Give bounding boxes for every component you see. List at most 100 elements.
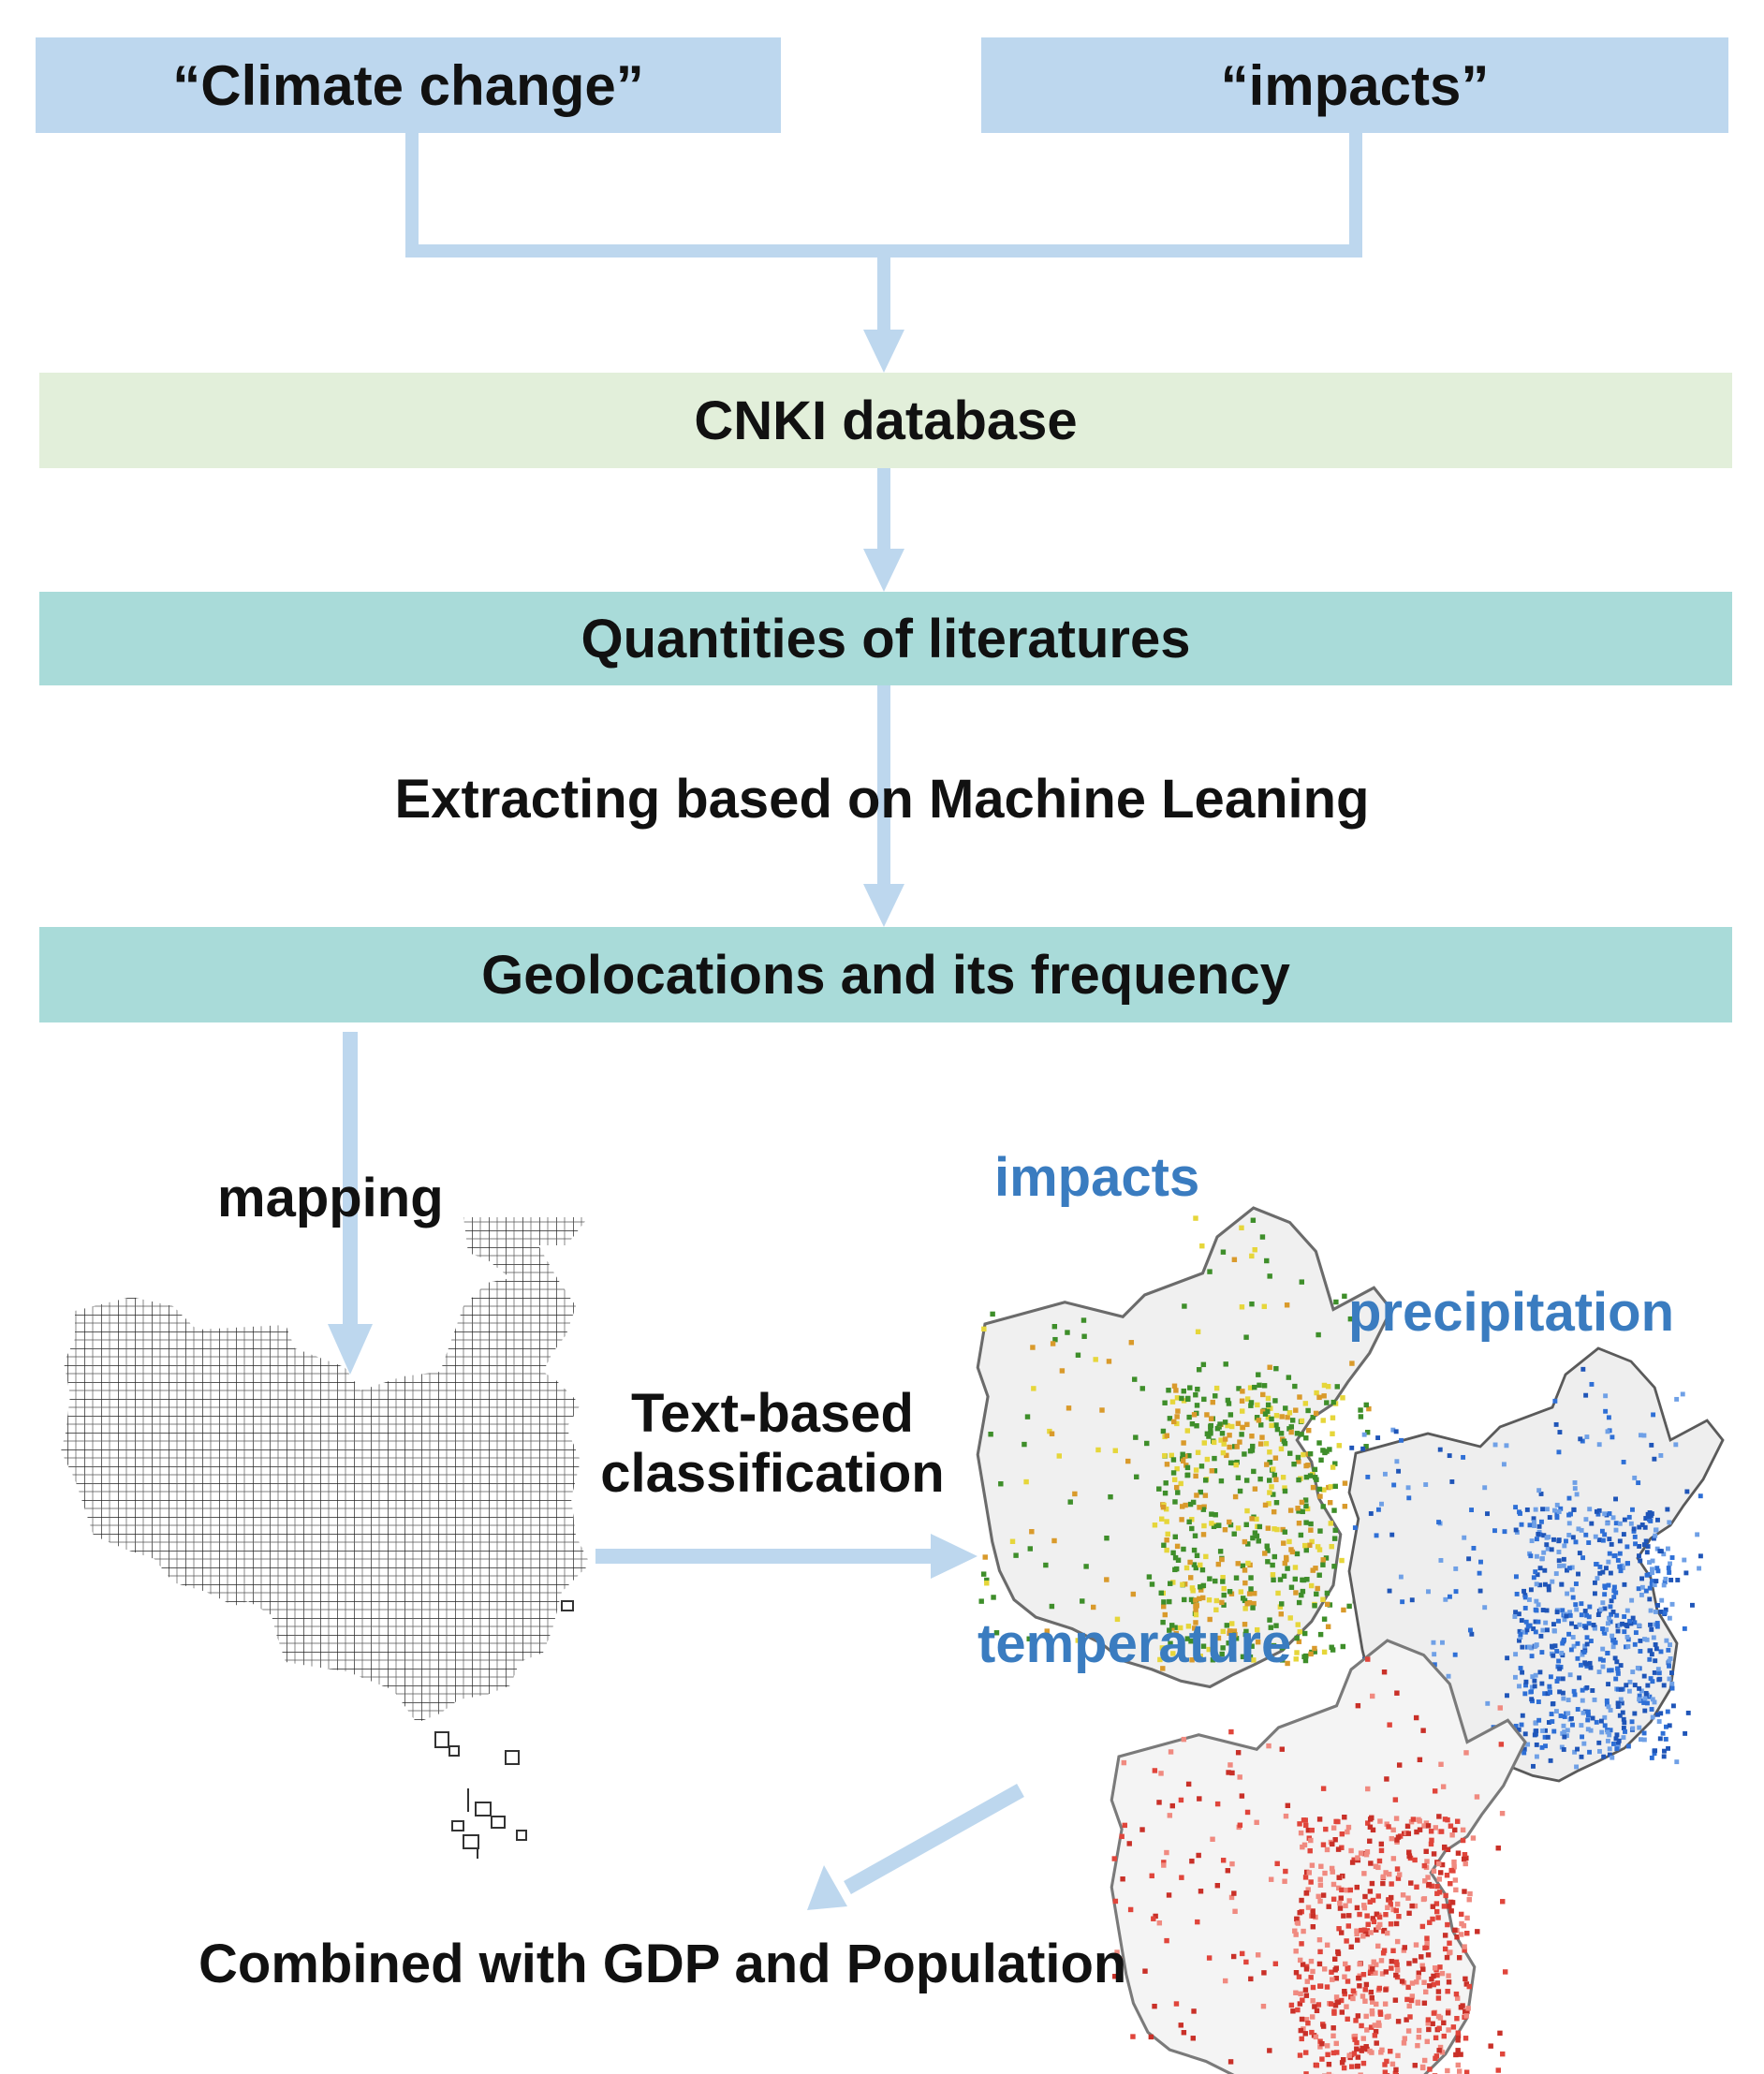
map-grid-cell <box>1556 1550 1562 1554</box>
map-grid-cell <box>1172 1554 1179 1561</box>
map-grid-cell <box>1463 2036 1469 2041</box>
map-grid-cell <box>1695 1532 1700 1537</box>
map-grid-cell <box>1285 1660 1290 1667</box>
map-grid-cell <box>1445 2067 1450 2074</box>
map-grid-cell <box>1451 1859 1457 1865</box>
map-grid-cell <box>1572 1749 1578 1755</box>
map-grid-cell <box>1052 1336 1058 1343</box>
map-grid-cell <box>1213 1578 1218 1584</box>
map-grid-cell <box>1518 1632 1523 1637</box>
map-grid-cell <box>1254 1819 1259 1826</box>
map-grid-cell <box>1513 1527 1519 1533</box>
map-grid-cell <box>1406 1910 1412 1917</box>
map-grid-cell <box>1599 1729 1605 1735</box>
map-grid-cell <box>1251 1600 1257 1607</box>
map-grid-cell <box>1409 1903 1415 1909</box>
map-grid-cell <box>1254 1533 1260 1539</box>
map-grid-cell <box>1339 2060 1345 2066</box>
map-grid-cell <box>1396 1762 1403 1768</box>
map-grid-cell <box>1500 1899 1506 1905</box>
classification-line1: Text-based <box>631 1383 914 1444</box>
map-grid-cell <box>1195 1386 1200 1392</box>
map-grid-cell <box>1120 1876 1125 1882</box>
map-grid-cell <box>1271 1466 1276 1472</box>
map-grid-cell <box>1593 1534 1598 1539</box>
map-grid-cell <box>1172 1625 1178 1630</box>
map-grid-cell <box>1303 2071 1309 2074</box>
map-grid-cell <box>1182 1303 1187 1309</box>
map-grid-cell <box>1122 1822 1127 1829</box>
map-grid-cell <box>1345 2016 1350 2023</box>
map-grid-cell <box>1220 1449 1227 1456</box>
map-grid-cell <box>1617 1564 1623 1569</box>
map-grid-cell <box>1621 1735 1626 1741</box>
map-grid-cell <box>1649 1707 1654 1712</box>
map-grid-cell <box>1527 1522 1533 1528</box>
map-grid-cell <box>1439 1970 1446 1977</box>
map-grid-cell <box>1663 1607 1668 1612</box>
map-grid-cell <box>1324 1846 1330 1853</box>
map-grid-cell <box>1557 1564 1562 1568</box>
map-grid-cell <box>1360 2060 1367 2067</box>
map-grid-cell <box>1375 1435 1381 1440</box>
map-grid-cell <box>1519 1618 1524 1624</box>
map-grid-cell <box>1534 1728 1539 1734</box>
map-grid-cell <box>1608 1570 1613 1576</box>
map-grid-cell <box>1542 1567 1548 1573</box>
map-grid-cell <box>1345 1829 1350 1835</box>
map-grid-cell <box>1581 1650 1587 1655</box>
map-grid-cell <box>1641 1433 1647 1438</box>
map-grid-cell <box>1434 1890 1440 1896</box>
map-grid-cell <box>1242 1622 1248 1627</box>
map-grid-cell <box>1435 2013 1442 2020</box>
map-grid-cell <box>1440 1640 1445 1645</box>
map-grid-cell <box>1412 2063 1418 2068</box>
map-grid-cell <box>1227 1522 1234 1528</box>
map-grid-cell <box>1188 1575 1194 1581</box>
map-grid-cell <box>1302 1497 1309 1503</box>
map-grid-cell <box>1250 1443 1256 1449</box>
map-grid-cell <box>1565 1733 1569 1739</box>
map-grid-cell <box>1404 2017 1409 2023</box>
arrow-to-geolocations-head <box>863 884 904 927</box>
map-grid-cell <box>1363 2044 1369 2050</box>
map-grid-cell <box>1142 1968 1148 1974</box>
map-grid-cell <box>1307 1473 1314 1478</box>
map-grid-cell <box>984 1577 990 1583</box>
map-grid-cell <box>1206 1955 1213 1961</box>
map-grid-cell <box>1462 1851 1468 1858</box>
map-grid-cell <box>1664 1724 1668 1729</box>
map-grid-cell <box>1172 1534 1178 1540</box>
map-grid-cell <box>1336 1885 1342 1891</box>
map-grid-cell <box>1389 1959 1395 1964</box>
map-grid-cell <box>1587 1660 1593 1666</box>
map-grid-cell <box>1283 1868 1288 1875</box>
map-grid-cell <box>1249 1301 1255 1307</box>
map-grid-cell <box>1181 1388 1186 1394</box>
map-grid-cell <box>1126 1841 1132 1846</box>
map-grid-cell <box>1436 1890 1443 1895</box>
map-grid-cell <box>1251 1468 1257 1475</box>
map-grid-cell <box>1536 1699 1541 1704</box>
map-grid-cell <box>1436 1814 1442 1819</box>
map-grid-cell <box>1384 2014 1390 2020</box>
map-grid-cell <box>1208 1422 1213 1429</box>
map-grid-cell <box>1492 1442 1498 1448</box>
map-grid-cell <box>1395 1875 1402 1881</box>
map-grid-cell <box>1595 1576 1600 1581</box>
map-grid-cell <box>1402 1945 1407 1950</box>
map-grid-cell <box>1164 1519 1169 1524</box>
map-grid-cell <box>1193 1473 1198 1479</box>
map-grid-cell <box>993 1630 1000 1636</box>
map-grid-cell <box>1612 1655 1618 1661</box>
map-grid-cell <box>1254 1516 1259 1522</box>
map-grid-cell <box>1433 2053 1440 2059</box>
map-grid-cell <box>1191 2008 1197 2014</box>
map-grid-cell <box>1273 1500 1280 1506</box>
map-grid-cell <box>1380 1874 1387 1880</box>
map-grid-cell <box>1104 1577 1110 1582</box>
map-grid-cell <box>1223 1361 1228 1367</box>
map-grid-cell <box>1320 1504 1326 1509</box>
map-grid-cell <box>1599 1528 1605 1534</box>
map-grid-cell <box>1585 1713 1591 1718</box>
